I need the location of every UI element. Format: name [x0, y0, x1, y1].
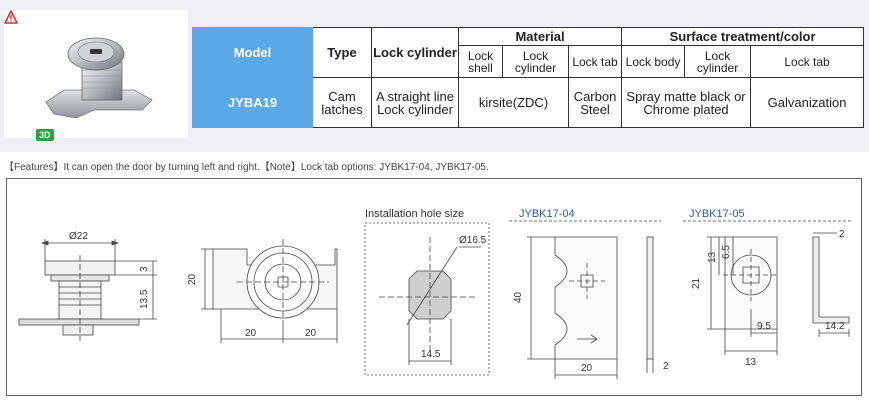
cell-material-shell-cylinder: kirsite(ZDC): [458, 77, 569, 128]
cell-material-tab: Carbon Steel: [567, 77, 623, 128]
cell-surface-body-cylinder: Spray matte black or Chrome plated: [621, 77, 752, 128]
dim-install-width: 14.5: [421, 349, 441, 360]
dim-install-diameter: Ø16.5: [459, 235, 487, 246]
dim-side-13-5: 13.5: [139, 289, 150, 309]
header-type: Type: [312, 27, 372, 78]
header-material: Material: [457, 27, 623, 46]
tab05-title: JYBK17-05: [689, 208, 745, 220]
3d-badge[interactable]: 3D: [36, 129, 54, 141]
header-surface: Surface treatment/color: [621, 27, 865, 46]
dim-tab04-thickness: 2: [663, 361, 669, 372]
product-photo: 3D: [4, 10, 188, 141]
subheader-surface-tab: Lock tab: [750, 45, 865, 78]
dim-side-3: 3: [139, 266, 150, 272]
dim-side-diameter: Ø22: [69, 231, 88, 242]
dim-tab05-6-5: 6.5: [721, 245, 732, 259]
header-lock-cylinder: Lock cylinder: [371, 27, 459, 78]
dim-tab04-width: 20: [581, 363, 593, 374]
dim-tab05-14-2: 14.2: [825, 321, 845, 332]
front-view: [201, 239, 338, 343]
dim-front-width-left: 20: [245, 328, 257, 339]
dim-front-height: 20: [187, 273, 198, 285]
side-view: [18, 239, 157, 341]
dim-tab04-height: 40: [513, 291, 524, 303]
header-model: Model: [192, 27, 313, 78]
dim-front-width-right: 20: [305, 328, 317, 339]
subheader-lock-body: Lock body: [621, 45, 686, 78]
warning-triangle-icon: [4, 10, 18, 24]
dim-tab05-2: 2: [839, 229, 845, 240]
technical-drawing: Ø22 3 13.5 20 20 20 Installation hole si…: [6, 178, 862, 396]
spec-panel: 3D Model Type Lock cylinder Material Sur…: [0, 0, 869, 152]
dim-tab05-13-v: 13: [707, 251, 718, 263]
cell-surface-tab: Galvanization: [750, 77, 865, 128]
tab-jybk17-04-view: [509, 220, 661, 379]
install-hole-view: [364, 222, 490, 376]
subheader-material-cylinder: Lock cylinder: [502, 45, 569, 78]
cell-lock-cylinder: A straight line Lock cylinder: [371, 77, 459, 128]
dim-tab05-21: 21: [691, 277, 702, 289]
cell-type: Cam latches: [312, 77, 372, 128]
dim-tab05-13-h: 13: [745, 357, 757, 368]
cell-model: JYBA19: [192, 77, 313, 128]
cam-lock-image: [45, 37, 153, 119]
tab04-title: JYBK17-04: [519, 208, 575, 220]
dim-tab05-9-5: 9.5: [757, 321, 771, 332]
tab-jybk17-05-view: [683, 220, 853, 355]
subheader-material-tab: Lock tab: [567, 45, 623, 78]
install-title: Installation hole size: [365, 208, 464, 220]
features-note: 【Features】It can open the door by turnin…: [4, 162, 489, 173]
spec-table: Model Type Lock cylinder Material Surfac…: [192, 27, 865, 128]
drawing-canvas: Ø22 3 13.5 20 20 20 Installation hole si…: [18, 208, 853, 379]
subheader-surface-cylinder: Lock cylinder: [684, 45, 752, 78]
subheader-lock-shell: Lock shell: [458, 45, 503, 78]
